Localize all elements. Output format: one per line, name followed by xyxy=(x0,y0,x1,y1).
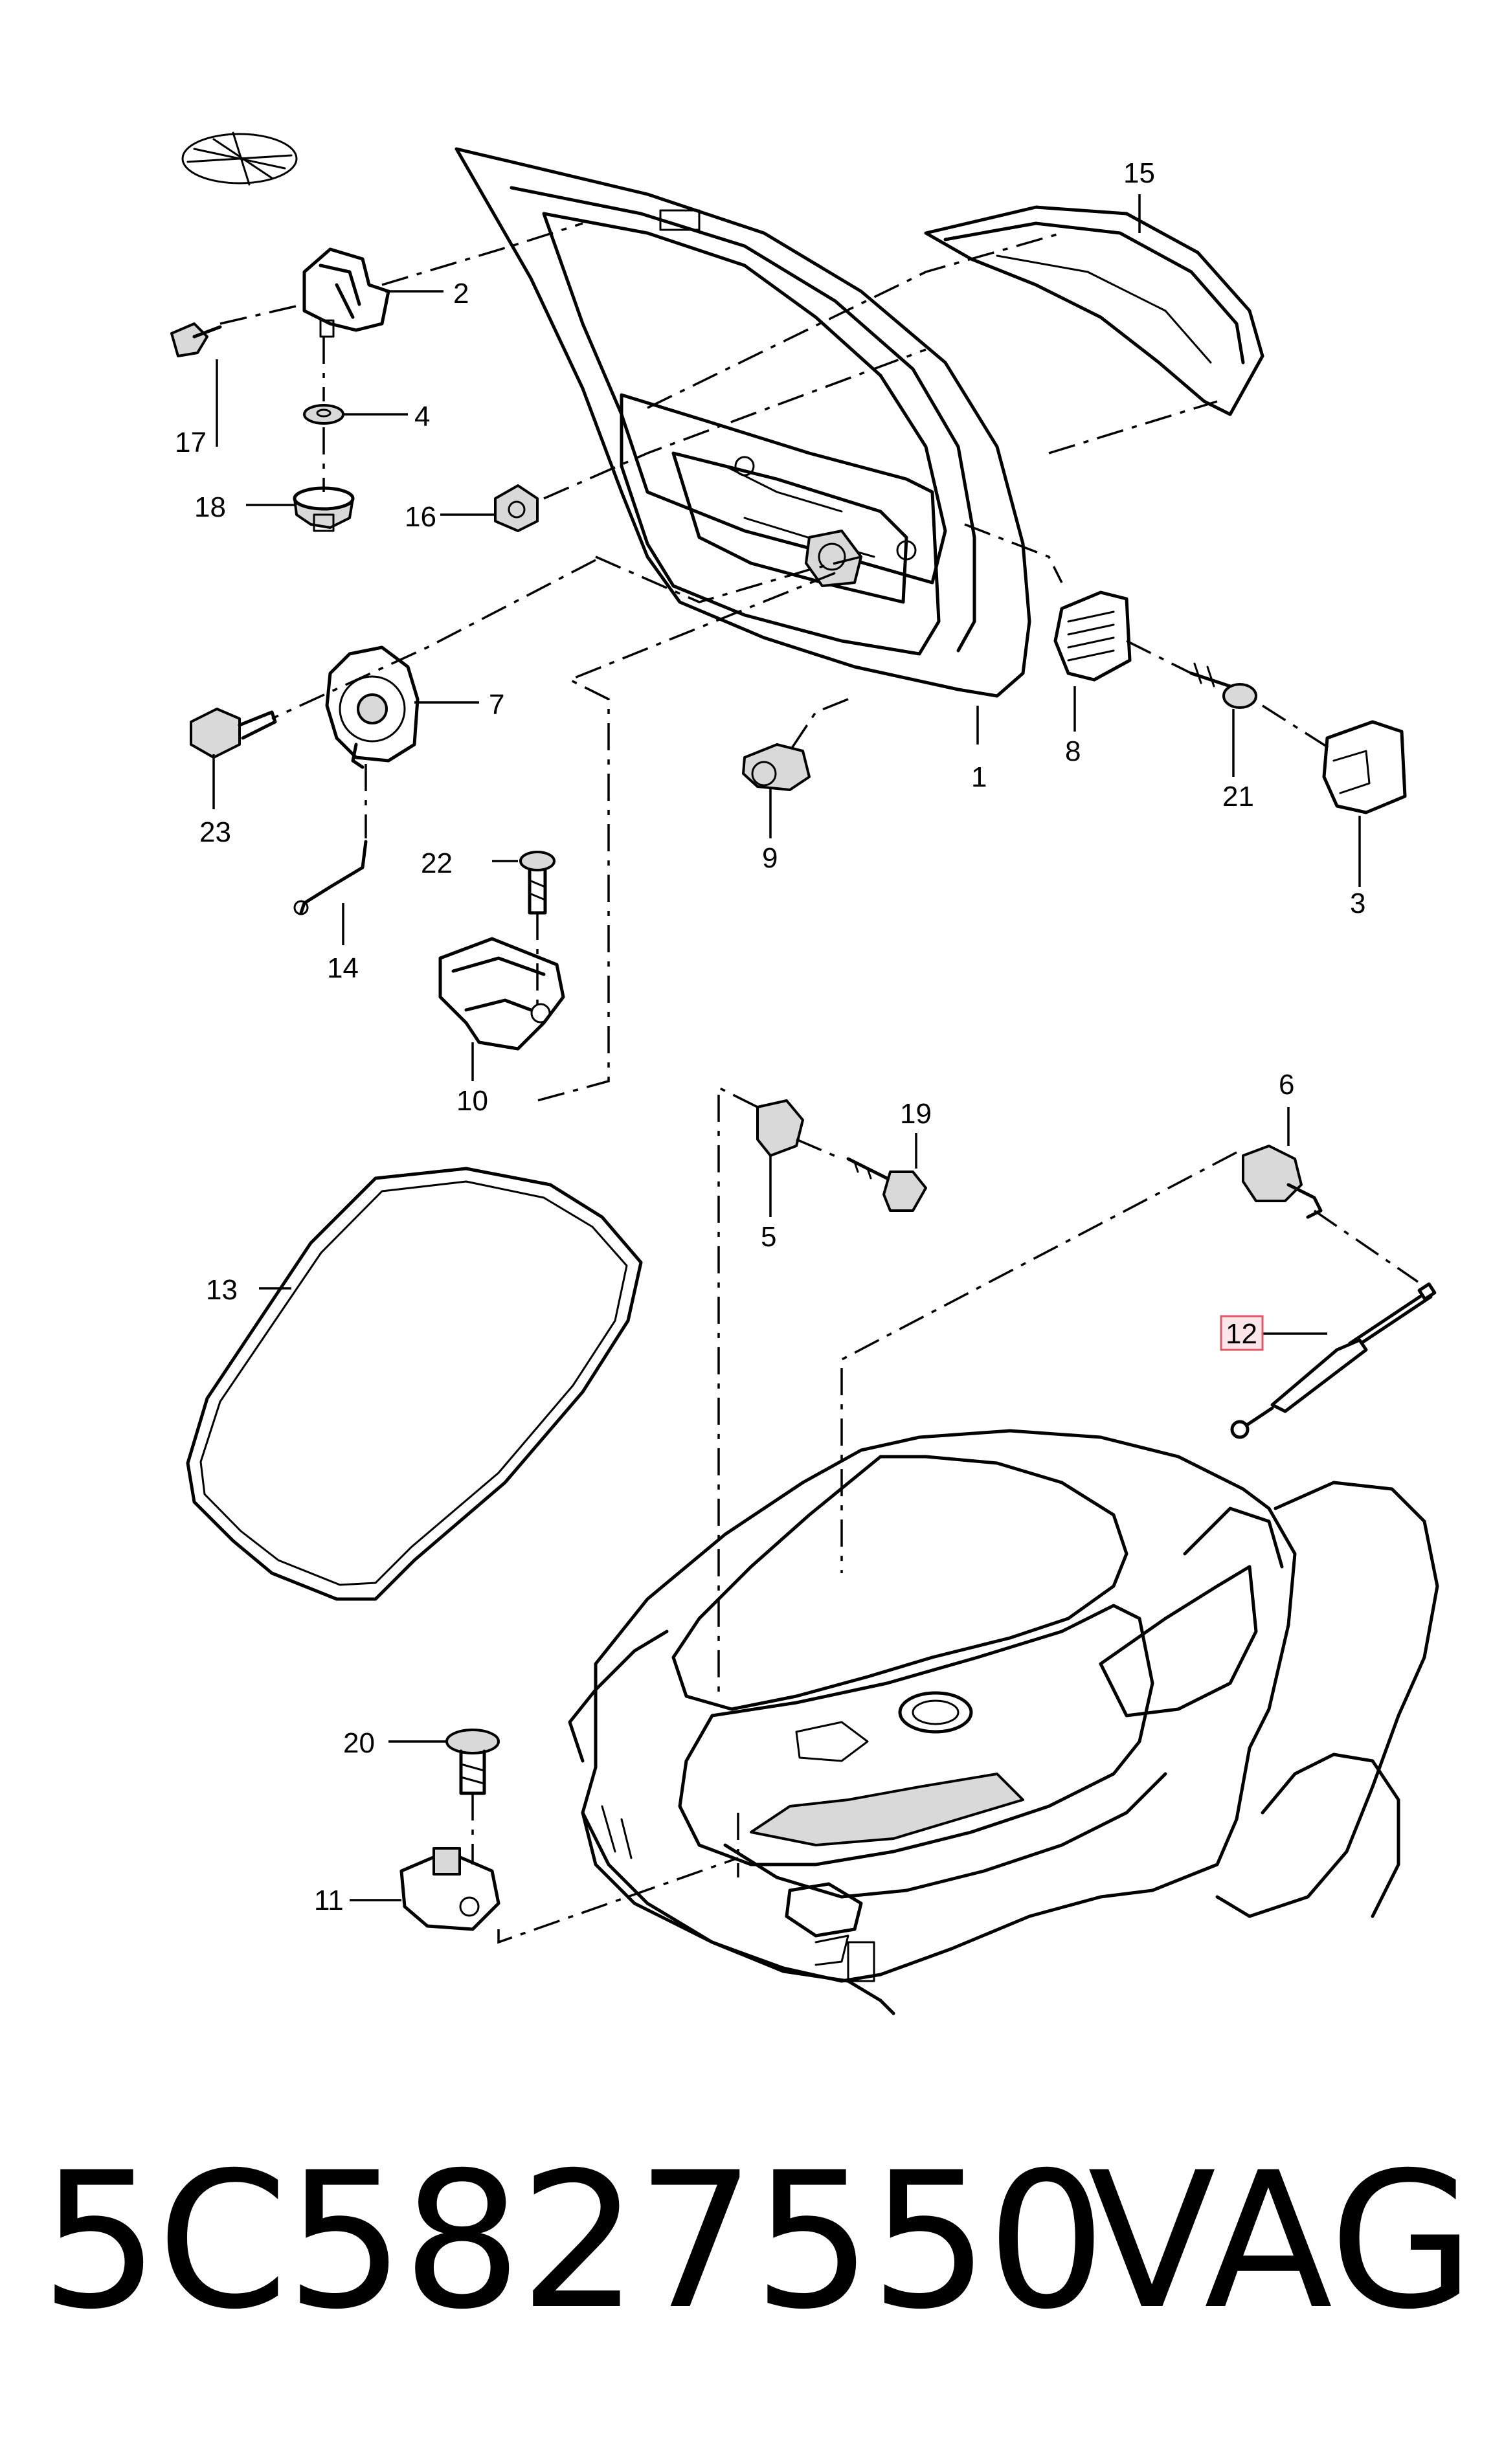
hinge-part xyxy=(302,247,390,338)
callout-12-highlight xyxy=(1220,1315,1264,1351)
ball-stud-part xyxy=(1242,1145,1323,1219)
rubber-mount-part xyxy=(293,486,355,532)
tailgate-part xyxy=(455,147,1031,698)
gas-strut-part xyxy=(1230,1282,1437,1439)
lock-rod-part xyxy=(293,840,368,915)
callout-19: 19 xyxy=(900,1098,932,1130)
callout-15: 15 xyxy=(1123,157,1155,189)
callout-7: 7 xyxy=(489,689,504,721)
callout-3: 3 xyxy=(1350,888,1365,919)
callout-13: 13 xyxy=(206,1274,238,1306)
striker-part xyxy=(438,937,565,1051)
callout-11: 11 xyxy=(314,1885,344,1916)
screw-part xyxy=(846,1157,927,1212)
cover-cap-part xyxy=(1322,720,1407,814)
window-seal-part xyxy=(186,1167,643,1601)
part-number: 5C5827550 xyxy=(40,2133,1106,2351)
callout-18: 18 xyxy=(194,491,226,523)
nut-part xyxy=(494,484,539,532)
callout-6: 6 xyxy=(1279,1069,1294,1101)
car-rear-body xyxy=(568,1429,1439,2015)
leader-lines xyxy=(212,194,1361,1901)
bolt-part xyxy=(445,1729,500,1795)
callout-9: 9 xyxy=(762,842,778,874)
callout-16: 16 xyxy=(405,501,436,533)
lock-part xyxy=(325,645,420,769)
callout-20: 20 xyxy=(343,1727,375,1759)
callout-2: 2 xyxy=(453,278,469,309)
callout-10: 10 xyxy=(456,1085,488,1117)
callout-21: 21 xyxy=(1222,781,1254,812)
bolt-part xyxy=(1189,662,1257,709)
bolt-part xyxy=(170,322,222,357)
brand-label: VAG xyxy=(1088,2133,1475,2351)
washer-part xyxy=(303,404,344,425)
buffer-part xyxy=(1053,590,1132,682)
callout-4: 4 xyxy=(414,401,430,432)
orientation-symbol-icon xyxy=(181,131,298,186)
striker-pin-part xyxy=(742,743,811,791)
callout-labels: 1 2 3 4 5 6 7 8 9 10 11 12 13 14 15 16 1… xyxy=(175,157,1365,1916)
striker-plate-part xyxy=(399,1847,500,1931)
callout-8: 8 xyxy=(1065,735,1081,767)
bump-stop-part xyxy=(756,1099,804,1157)
callout-23: 23 xyxy=(199,816,231,848)
callout-14: 14 xyxy=(327,952,359,984)
screw-part xyxy=(190,708,277,759)
callout-5: 5 xyxy=(761,1221,776,1253)
screw-part xyxy=(519,851,556,915)
assembly-lines xyxy=(219,222,1419,1944)
callout-12: 12 xyxy=(1226,1318,1257,1350)
callout-17: 17 xyxy=(175,427,207,458)
callout-22: 22 xyxy=(421,847,453,879)
spoiler-part xyxy=(924,205,1264,416)
callout-1: 1 xyxy=(971,761,987,793)
